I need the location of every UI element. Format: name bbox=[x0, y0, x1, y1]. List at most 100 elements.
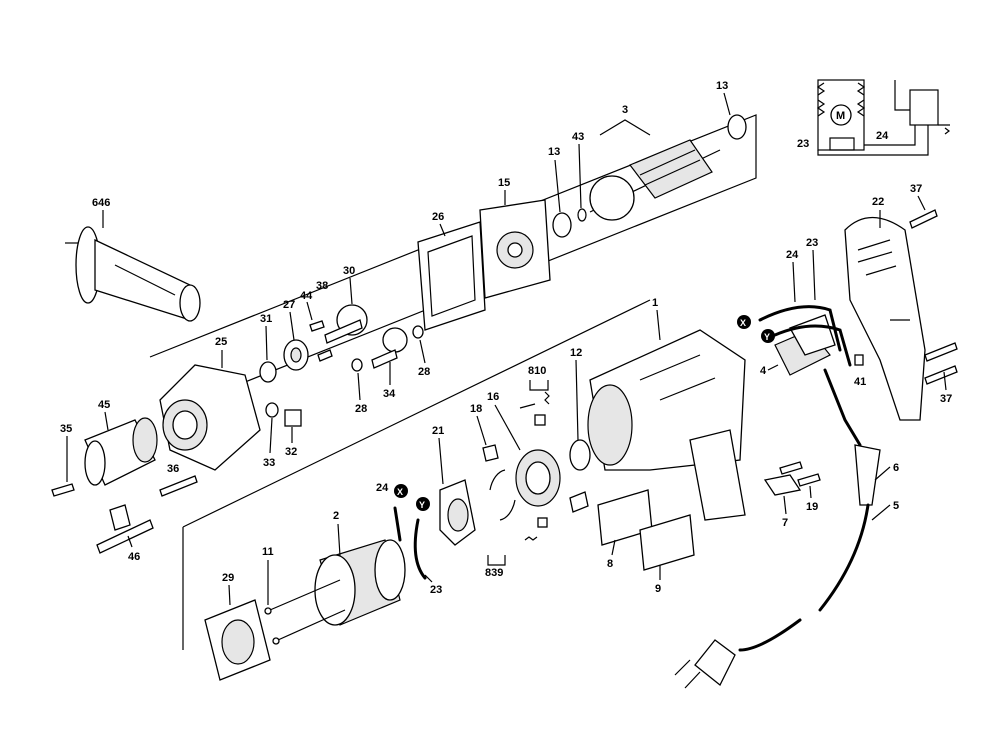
label-35: 35 bbox=[60, 423, 72, 435]
label-25: 25 bbox=[215, 336, 227, 348]
marker-y-switch: Y bbox=[761, 329, 775, 343]
part-43-retaining-ring: 43 bbox=[572, 131, 587, 222]
motor-symbol-label: M bbox=[836, 110, 845, 122]
label-4: 4 bbox=[760, 365, 767, 377]
svg-text:Y: Y bbox=[764, 332, 770, 342]
part-38-screw: 38 bbox=[316, 280, 333, 362]
marker-x-lower: X bbox=[394, 484, 408, 498]
part-22-handle-half: 22 bbox=[844, 196, 926, 421]
part-35-screw: 35 bbox=[51, 423, 75, 497]
part-21-brush-holder: 21 bbox=[432, 425, 476, 546]
part-29-end-cap: 29 bbox=[204, 572, 271, 681]
label-2: 2 bbox=[333, 510, 339, 522]
label-44: 44 bbox=[300, 290, 313, 302]
motor-symbol bbox=[830, 104, 852, 126]
svg-text:X: X bbox=[740, 318, 746, 328]
part-15-bearing-plate: 15 bbox=[479, 177, 551, 299]
part-28-washer-b: 28 bbox=[351, 358, 367, 415]
label-29: 29 bbox=[222, 572, 234, 584]
part-4-switch: 4 24 23 41 bbox=[758, 237, 866, 388]
part-24-wire-lower: 24 bbox=[376, 482, 402, 542]
label-46: 46 bbox=[128, 551, 140, 563]
label-23-lower: 23 bbox=[430, 584, 442, 596]
part-7-cord-clamp: 7 bbox=[763, 474, 802, 529]
label-9: 9 bbox=[655, 583, 661, 595]
label-810: 810 bbox=[528, 365, 546, 377]
marker-y-lower: Y bbox=[416, 497, 430, 511]
part-810-brush-set: 810 bbox=[519, 365, 550, 426]
part-16-brush-holder: 16 bbox=[487, 391, 589, 513]
label-31: 31 bbox=[260, 313, 272, 325]
label-28-a: 28 bbox=[418, 366, 430, 378]
part-23-wire-lower: 23 bbox=[413, 518, 442, 596]
part-26-gasket: 26 bbox=[417, 211, 486, 331]
part-36-screw: 36 bbox=[159, 463, 198, 497]
label-16: 16 bbox=[487, 391, 499, 403]
label-11: 11 bbox=[262, 546, 274, 558]
part-6-strain-relief: 6 bbox=[823, 368, 899, 506]
label-23-switch: 23 bbox=[806, 237, 818, 249]
part-25-gear-housing: 25 bbox=[159, 336, 261, 471]
part-12-ring: 12 bbox=[569, 347, 591, 471]
part-32-nut: 32 bbox=[284, 409, 302, 458]
label-13-a: 13 bbox=[548, 146, 560, 158]
part-13-bearing-b: 13 bbox=[716, 80, 747, 140]
part-646-side-handle: 646 bbox=[65, 197, 201, 322]
label-18: 18 bbox=[470, 403, 482, 415]
label-30: 30 bbox=[343, 265, 355, 277]
label-12: 12 bbox=[570, 347, 582, 359]
part-11-screws: 11 bbox=[262, 546, 346, 645]
part-30-gear-shaft: 30 bbox=[324, 265, 368, 344]
label-15: 15 bbox=[498, 177, 510, 189]
part-9-label-plate: 9 bbox=[639, 514, 695, 595]
part-3-armature: 3 bbox=[589, 104, 721, 221]
label-19: 19 bbox=[806, 501, 818, 513]
label-45: 45 bbox=[98, 399, 110, 411]
label-24-schematic: 24 bbox=[876, 130, 889, 142]
part-45-chuck: 45 bbox=[84, 399, 158, 486]
svg-text:Y: Y bbox=[419, 500, 425, 510]
part-2-field-assembly: 2 bbox=[314, 510, 406, 626]
label-7: 7 bbox=[782, 517, 788, 529]
wiring-schematic: M 23 24 bbox=[797, 79, 950, 156]
label-6: 6 bbox=[893, 462, 899, 474]
part-34-pinion: 34 bbox=[371, 327, 408, 400]
label-33: 33 bbox=[263, 457, 275, 469]
part-46-chuck-key: 46 bbox=[96, 504, 154, 563]
lower-section-outline bbox=[182, 299, 651, 650]
label-23-schematic: 23 bbox=[797, 138, 809, 150]
label-21: 21 bbox=[432, 425, 444, 437]
label-28-b: 28 bbox=[355, 403, 367, 415]
label-24-lower: 24 bbox=[376, 482, 389, 494]
label-43: 43 bbox=[572, 131, 584, 143]
label-36: 36 bbox=[167, 463, 179, 475]
part-37-screw-b: 37 bbox=[924, 342, 958, 405]
part-44-screw: 44 bbox=[300, 290, 325, 332]
label-24-switch: 24 bbox=[786, 249, 799, 261]
part-839-brush-set: 839 bbox=[485, 469, 548, 579]
part-31-washer: 31 bbox=[259, 313, 277, 383]
label-27: 27 bbox=[283, 299, 295, 311]
part-13-bearing-a: 13 bbox=[548, 146, 572, 238]
label-13-b: 13 bbox=[716, 80, 728, 92]
label-32: 32 bbox=[285, 446, 297, 458]
part-1-motor-housing: 1 bbox=[587, 297, 746, 521]
marker-x-switch: X bbox=[737, 315, 751, 329]
svg-text:X: X bbox=[397, 487, 403, 497]
label-34: 34 bbox=[383, 388, 396, 400]
label-8: 8 bbox=[607, 558, 613, 570]
label-37-a: 37 bbox=[910, 183, 922, 195]
label-38: 38 bbox=[316, 280, 328, 292]
part-37-screw-a: 37 bbox=[909, 183, 938, 229]
label-839: 839 bbox=[485, 567, 503, 579]
part-19-screw: 19 bbox=[779, 461, 821, 513]
label-646: 646 bbox=[92, 197, 110, 209]
switch-symbol bbox=[909, 89, 939, 126]
part-5-cord-plug: 5 bbox=[674, 500, 899, 689]
part-18-brush-holder-clip: 18 bbox=[470, 403, 499, 462]
part-33-washer: 33 bbox=[263, 402, 279, 469]
label-22: 22 bbox=[872, 196, 884, 208]
label-41: 41 bbox=[854, 376, 866, 388]
label-26: 26 bbox=[432, 211, 444, 223]
